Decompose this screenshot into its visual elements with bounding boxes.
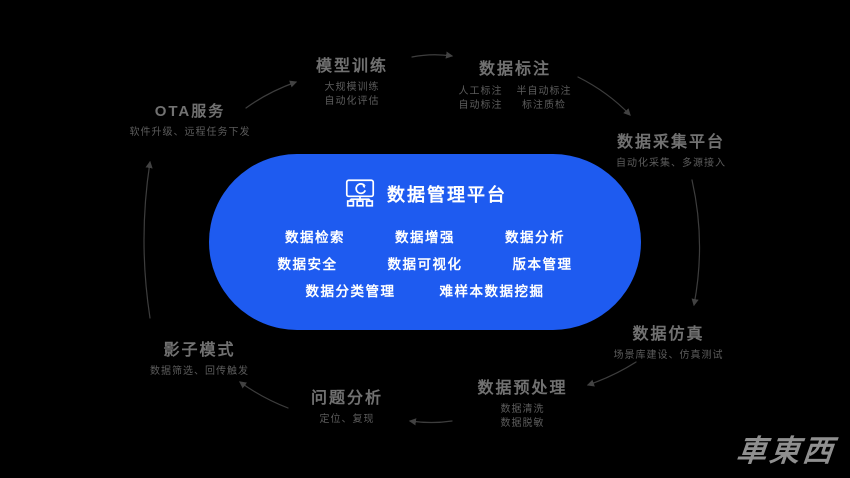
node-title: OTA服务 bbox=[154, 103, 226, 120]
arc-analysis-to-shadow bbox=[239, 381, 289, 409]
capability-item: 版本管理 bbox=[512, 256, 573, 272]
capability-item: 数据安全 bbox=[277, 256, 338, 272]
node-subtext: 大规模训练 bbox=[324, 82, 380, 93]
arc-preprocess-to-analysis bbox=[408, 418, 453, 426]
node-subtext: 数据筛选、回传触发 bbox=[150, 366, 249, 377]
node-title: 问题分析 bbox=[310, 390, 383, 407]
node-subtext: 人工标注 bbox=[458, 86, 503, 97]
node-subtext: 半自动标注 bbox=[516, 86, 572, 97]
node-title: 数据仿真 bbox=[632, 326, 705, 343]
platform-title: 数据管理平台 bbox=[387, 184, 507, 205]
watermark-logo: 車東西 bbox=[734, 435, 838, 468]
capability-item: 难样本数据挖掘 bbox=[439, 283, 545, 299]
node-subtext: 软件升级、远程任务下发 bbox=[129, 127, 251, 138]
arc-simulation-to-preprocess bbox=[586, 361, 637, 387]
node-model-training: 模型训练 大规模训练 自动化评估 bbox=[292, 52, 412, 109]
node-data-simulation: 数据仿真 场景库建设、仿真测试 bbox=[596, 320, 741, 363]
node-title: 数据预处理 bbox=[477, 380, 568, 397]
node-data-annotation: 数据标注 人工标注 自动标注 半自动标注 标注质检 bbox=[450, 55, 580, 113]
node-data-collection-platform: 数据采集平台 自动化采集、多源接入 bbox=[596, 128, 746, 171]
capability-item: 数据分析 bbox=[505, 229, 565, 245]
node-title: 影子模式 bbox=[163, 342, 236, 359]
arc-annotation-to-collection bbox=[577, 76, 631, 116]
arc-shadow-to-ota bbox=[143, 160, 153, 319]
node-subtext: 定位、复现 bbox=[319, 414, 375, 425]
node-subtext: 数据清洗 bbox=[500, 404, 545, 415]
node-subtext: 自动化评估 bbox=[324, 96, 380, 107]
data-platform-panel: 数据管理平台 数据检索 数据增强 数据分析 数据安全 数据可视化 版本管理 数据… bbox=[209, 154, 641, 330]
arc-collection-to-simulation bbox=[691, 179, 701, 307]
node-title: 模型训练 bbox=[315, 58, 388, 75]
node-title: 数据标注 bbox=[478, 61, 551, 78]
node-subtext: 场景库建设、仿真测试 bbox=[613, 350, 724, 361]
node-subtext: 自动化采集、多源接入 bbox=[616, 158, 726, 169]
node-title: 数据采集平台 bbox=[616, 134, 725, 151]
arc-training-to-annotation bbox=[411, 51, 454, 59]
node-subtext: 标注质检 bbox=[522, 100, 566, 111]
capability-item: 数据增强 bbox=[395, 229, 455, 245]
node-ota-service: OTA服务 软件升级、远程任务下发 bbox=[110, 100, 270, 140]
node-issue-analysis: 问题分析 定位、复现 bbox=[292, 384, 402, 427]
data-platform-icon bbox=[343, 178, 377, 209]
capability-item: 数据检索 bbox=[285, 229, 345, 245]
node-shadow-mode: 影子模式 数据筛选、回传触发 bbox=[127, 336, 272, 379]
node-subtext: 自动标注 bbox=[458, 100, 503, 111]
capability-item: 数据可视化 bbox=[387, 256, 463, 272]
node-data-preprocess: 数据预处理 数据清洗 数据脱敏 bbox=[460, 374, 585, 431]
capability-item: 数据分类管理 bbox=[305, 283, 396, 299]
node-subtext: 数据脱敏 bbox=[500, 418, 545, 429]
